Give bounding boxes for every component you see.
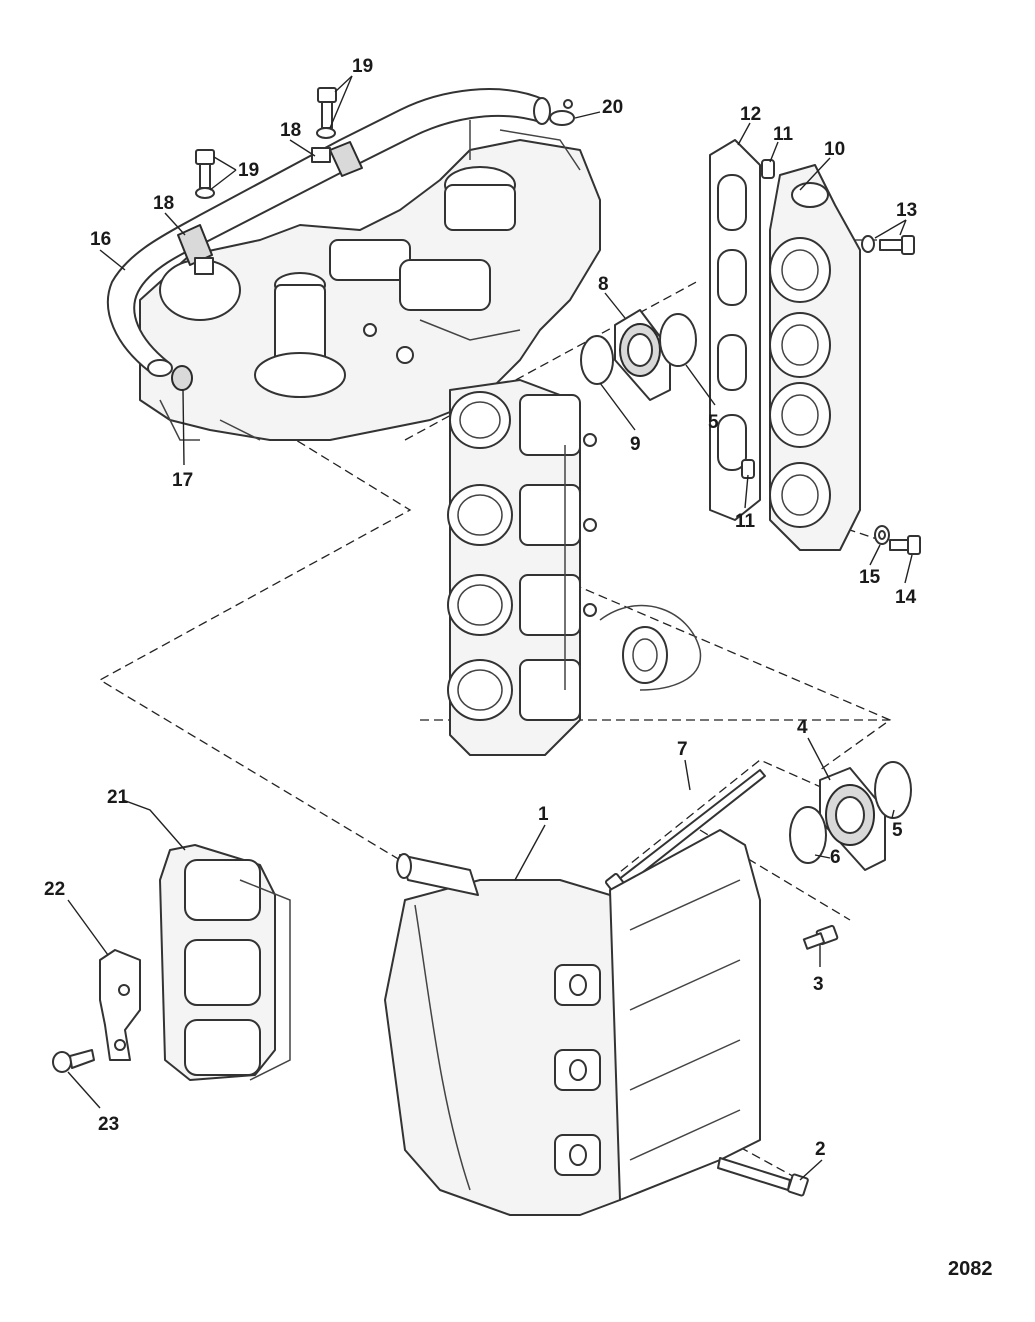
bracket-22	[99, 949, 141, 1061]
callout-14: 14	[895, 587, 917, 608]
callout-23: 23	[98, 1114, 119, 1135]
callout-22: 22	[44, 879, 65, 900]
callout-5-lower: 5	[892, 820, 903, 841]
callout-5-upper: 5	[708, 412, 719, 433]
callout-16: 16	[90, 229, 111, 250]
callout-4: 4	[797, 717, 808, 738]
screw-23	[52, 1049, 95, 1073]
callout-18-lower: 18	[153, 193, 174, 214]
hose-clip	[549, 99, 575, 126]
hose-clamp-bottom	[171, 365, 193, 391]
callout-17: 17	[172, 470, 193, 491]
bolt-3	[802, 924, 839, 950]
throttle-body-assembly	[447, 379, 702, 756]
callout-19-lower: 19	[238, 160, 259, 181]
bolt-upper	[316, 87, 337, 139]
bolt-2	[717, 1157, 809, 1197]
gasket-5-upper	[659, 313, 697, 367]
intake-plenum	[384, 829, 761, 1216]
bolt-13	[861, 235, 915, 255]
callout-9: 9	[630, 434, 641, 455]
callout-12: 12	[740, 104, 761, 125]
gasket-9	[580, 335, 614, 385]
adapter-plate-upper	[614, 309, 671, 401]
gasket-6	[789, 806, 827, 864]
engine-block	[139, 120, 601, 441]
callout-21: 21	[107, 787, 129, 808]
callout-labels: 1 2 3 4 5 5 6 7 8 9 10 11 11 12 13 14 15…	[44, 56, 917, 1160]
manifold-gasket	[709, 139, 761, 521]
callout-15: 15	[859, 567, 881, 588]
callout-13: 13	[896, 200, 917, 221]
callout-3: 3	[813, 974, 824, 995]
figure-id: 2082	[948, 1258, 993, 1280]
hose-clamp-upper	[311, 141, 363, 177]
intake-manifold-upper	[769, 164, 861, 551]
bolt-14	[889, 535, 921, 555]
dowel-pin-upper	[761, 159, 775, 179]
gasket-5-lower	[874, 761, 912, 819]
callout-1: 1	[538, 804, 549, 825]
callout-11-lower: 11	[735, 511, 756, 532]
bolt-lower	[195, 149, 215, 199]
callout-20: 20	[602, 97, 623, 118]
callout-7: 7	[677, 739, 688, 760]
cover-21	[159, 844, 291, 1081]
callout-11-upper: 11	[773, 124, 794, 145]
callout-10: 10	[824, 139, 845, 160]
callout-19-upper: 19	[352, 56, 373, 77]
callout-18-upper: 18	[280, 120, 301, 141]
adapter-plate-lower	[819, 767, 886, 871]
callout-2: 2	[815, 1139, 826, 1160]
leader-lines	[67, 75, 913, 1181]
callout-6: 6	[830, 847, 841, 868]
callout-8: 8	[598, 274, 609, 295]
washer-15	[874, 525, 890, 545]
hose-clamp-lower	[177, 224, 214, 275]
